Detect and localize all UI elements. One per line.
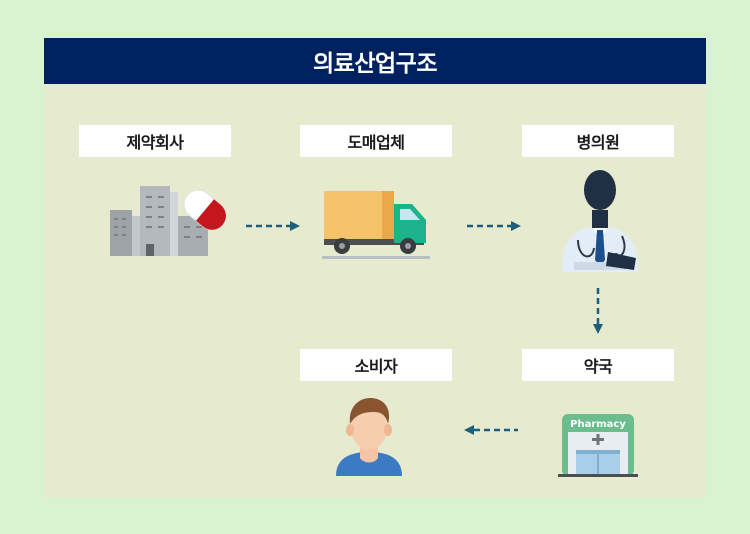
node-label-hospital: 병의원 xyxy=(522,125,674,157)
doctor-icon xyxy=(562,170,638,272)
arrow-pharma-to-wholesale xyxy=(246,221,300,231)
arrow-wholesale-to-hospital xyxy=(467,221,521,231)
diagram-title: 의료산업구조 xyxy=(44,38,706,84)
pharmacy-store-icon: Pharmacy xyxy=(558,414,638,477)
arrow-pharmacy-to-consumer xyxy=(464,425,518,435)
node-label-pharma: 제약회사 xyxy=(79,125,231,157)
node-label-pharmacy: 약국 xyxy=(522,349,674,381)
delivery-truck-icon xyxy=(322,191,430,259)
arrow-hospital-to-pharmacy xyxy=(593,288,603,334)
diagram-panel: 의료산업구조 제약회사 도매업체 병의원 약국 소비자 xyxy=(44,38,706,498)
person-icon xyxy=(336,398,402,476)
pharmacy-sign: Pharmacy xyxy=(570,419,626,430)
node-label-consumer: 소비자 xyxy=(300,349,452,381)
pharma-building-capsule-icon xyxy=(110,186,227,256)
node-label-wholesale: 도매업체 xyxy=(300,125,452,157)
